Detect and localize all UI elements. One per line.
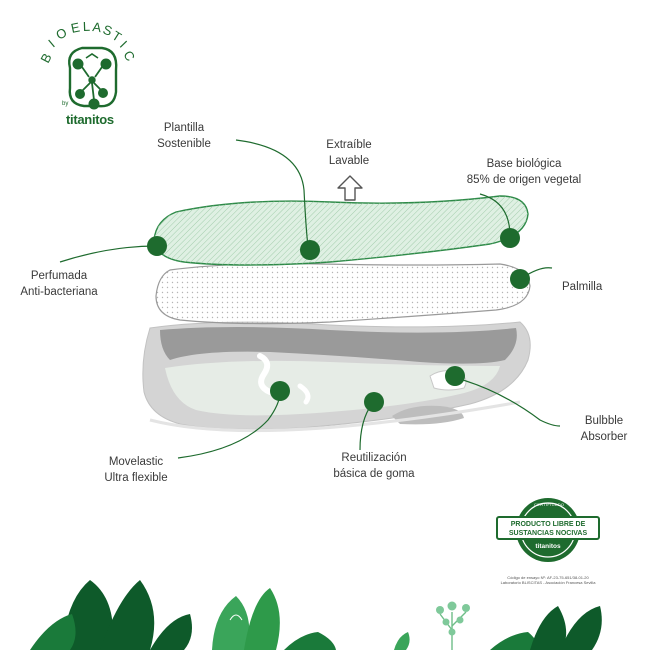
label-bubble-line2: Absorber	[580, 431, 628, 443]
marker-perfumada	[147, 236, 167, 256]
extract-arrow-icon	[337, 175, 363, 201]
leaf	[150, 614, 192, 650]
label-perfumada-line1: Perfumada	[30, 270, 88, 282]
label-plantilla-line2: Sostenible	[157, 138, 211, 150]
label-movelastic-line1: Movelastic	[108, 456, 164, 468]
certificate-top-text: CERTIFICADO	[534, 502, 565, 507]
label-perfumada-line2: Anti-bacteriana	[20, 286, 98, 298]
marker-reutilizacion	[364, 392, 384, 412]
marker-plantilla	[300, 240, 320, 260]
callout-line-perfumada	[59, 245, 157, 263]
label-extraible: Extraíble Lavable	[318, 137, 380, 169]
certificate-line1: PRODUCTO LIBRE DE	[510, 521, 586, 528]
svg-text:B: B	[37, 51, 54, 66]
certificate-line2: SUSTANCIAS NOCIVAS	[508, 530, 588, 537]
leaf	[229, 614, 243, 621]
marker-base	[500, 228, 520, 248]
label-base-line2: 85% de origen vegetal	[466, 174, 582, 186]
label-perfumada: Perfumada Anti-bacteriana	[14, 268, 104, 300]
flower-buds	[436, 601, 470, 636]
callout-line-movelastic	[177, 391, 281, 459]
logo-figure-icon	[72, 53, 112, 110]
leaf	[530, 606, 567, 650]
svg-text:L: L	[83, 19, 91, 34]
svg-text:O: O	[53, 25, 69, 43]
palmilla-layer	[155, 263, 531, 325]
label-reutilizacion: Reutilización básica de goma	[322, 450, 426, 482]
logo-by: by	[62, 101, 69, 107]
label-extraible-line1: Extraíble	[326, 139, 372, 151]
svg-text:C: C	[120, 48, 138, 64]
leaf	[212, 596, 250, 650]
leaf	[490, 632, 539, 650]
callout-dots	[147, 228, 530, 412]
label-base-line1: Base biológica	[486, 158, 562, 170]
label-bubble-line1: Bulbble	[584, 415, 624, 427]
green-insole-layer	[153, 195, 529, 266]
svg-text:A: A	[92, 19, 103, 35]
certificate-brand: titanitos	[535, 543, 561, 550]
label-palmilla-line1: Palmilla	[562, 281, 603, 293]
logo-seal-outline	[68, 46, 118, 108]
leaf	[30, 614, 76, 650]
certificate-code: Código de ensayo Nº: AF-23-75-651/38-01-…	[486, 575, 610, 585]
svg-text:I: I	[45, 36, 57, 50]
foliage-decoration	[30, 580, 602, 650]
label-plantilla: Plantilla Sostenible	[150, 120, 218, 152]
leaf	[284, 632, 336, 650]
callout-lines	[59, 139, 561, 459]
callout-line-plantilla	[235, 139, 309, 247]
marker-movelastic	[270, 381, 290, 401]
leaf	[394, 632, 410, 650]
bioelastic-logo: B I O E L A S T I C	[37, 19, 138, 110]
label-palmilla: Palmilla	[562, 279, 602, 295]
svg-text:E: E	[70, 19, 82, 36]
certificate-badge: CERTIFICADO PRODUCTO LIBRE DE SUSTANCIAS…	[496, 494, 600, 574]
logo-maker: titanitos	[66, 112, 114, 127]
certificate-band: PRODUCTO LIBRE DE SUSTANCIAS NOCIVAS	[496, 516, 600, 540]
label-extraible-line2: Lavable	[328, 155, 370, 167]
certificate-code-line1: Código de ensayo Nº: AF-23-75-651/38-01-…	[507, 575, 589, 580]
marker-palmilla	[510, 269, 530, 289]
callout-line-bubble	[455, 377, 561, 427]
sole-base	[142, 321, 531, 433]
leaf	[244, 588, 280, 650]
label-base: Base biológica 85% de origen vegetal	[454, 156, 594, 188]
label-reutilizacion-line2: básica de goma	[333, 468, 415, 480]
marker-bubble	[445, 366, 465, 386]
label-plantilla-line1: Plantilla	[163, 122, 205, 134]
label-movelastic: Movelastic Ultra flexible	[96, 454, 176, 486]
label-movelastic-line2: Ultra flexible	[104, 472, 168, 484]
label-bubble: Bulbble Absorber	[574, 413, 634, 445]
leaf	[560, 606, 602, 650]
label-reutilizacion-line1: Reutilización	[341, 452, 407, 464]
leaf	[100, 580, 155, 650]
certificate-code-line2: Laboratorio BLISCITAS - Asociación Franc…	[500, 580, 596, 585]
